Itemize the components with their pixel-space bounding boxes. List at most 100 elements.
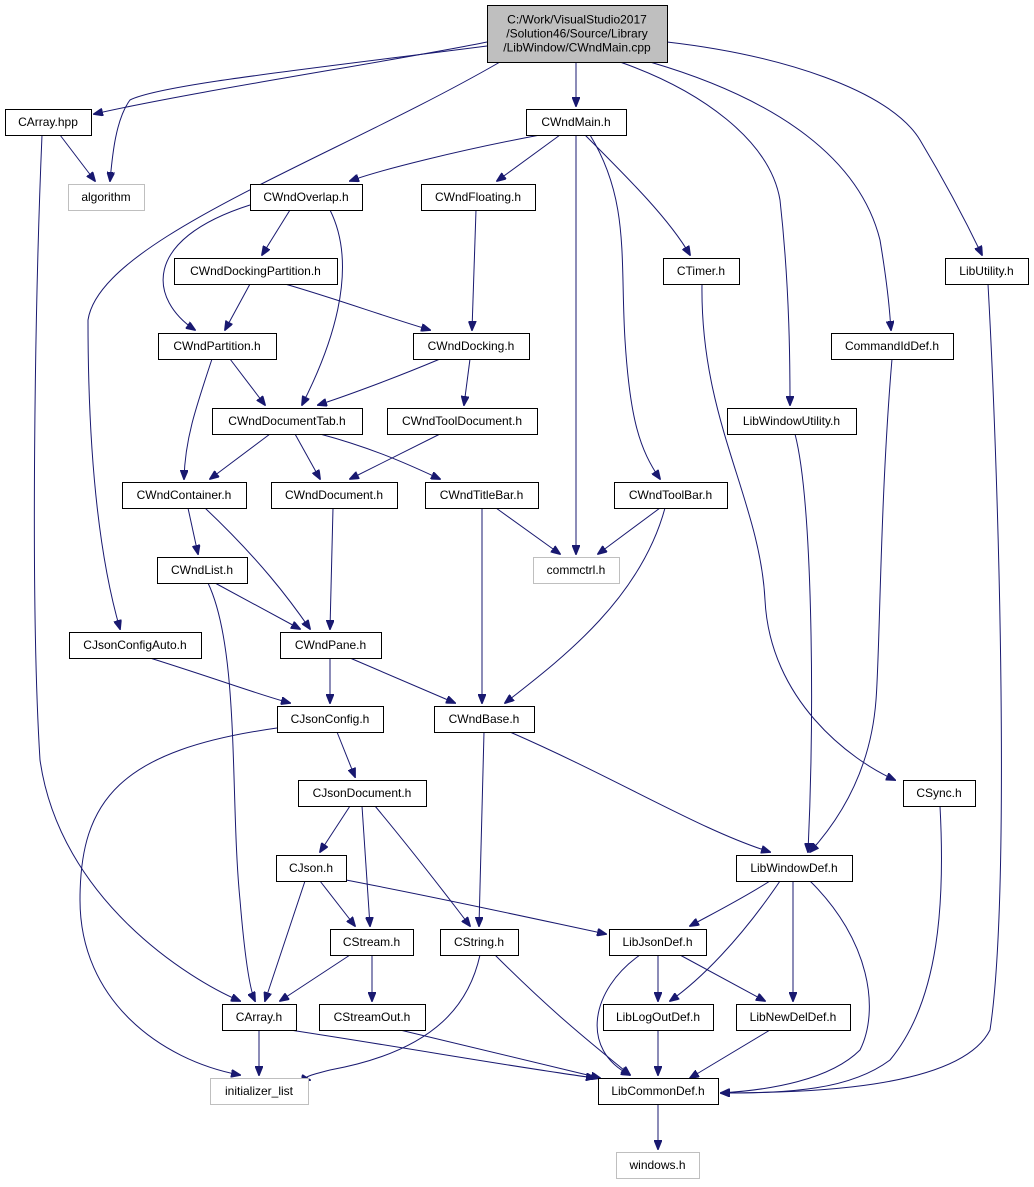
edge-root-to-carray_hpp [94,41,488,114]
node-label: C:/Work/VisualStudio2017 [507,13,647,27]
node-initializer_list[interactable]: initializer_list [210,1078,309,1105]
node-libutility_h[interactable]: LibUtility.h [945,258,1029,285]
node-cwndlist_h[interactable]: CWndList.h [157,557,248,584]
edge-cstreamout_h-to-libcommondef_h [399,1029,600,1078]
node-box [330,929,414,956]
edge-cjsonconfigauto_h-to-cjsonconfig_h [149,657,290,703]
edge-libnewdeldef_h-to-libcommondef_h [690,1029,771,1078]
node-box [831,333,954,360]
node-label: CWndFloating.h [435,190,521,204]
node-cwnddocking_h[interactable]: CWndDocking.h [413,333,530,360]
node-cstring_h[interactable]: CString.h [440,929,519,956]
node-cwndfloating_h[interactable]: CWndFloating.h [421,184,536,211]
node-liblogoutdef_h[interactable]: LibLogOutDef.h [603,1004,714,1031]
edge-cwnddocument_h-to-cwndpane_h [330,507,333,629]
node-csync_h[interactable]: CSync.h [903,780,976,807]
node-label: CJsonDocument.h [313,786,412,800]
edge-ctimer_h-to-csync_h [701,283,895,780]
node-label: LibWindowUtility.h [743,414,840,428]
edge-carray_h-to-libcommondef_h [289,1029,595,1078]
edge-cjsondocument_h-to-cstring_h [374,805,470,926]
node-label: initializer_list [225,1084,294,1098]
node-cwndtitlebar_h[interactable]: CWndTitleBar.h [425,482,539,509]
node-cstreamout_h[interactable]: CStreamOut.h [319,1004,426,1031]
node-cwndoverlap_h[interactable]: CWndOverlap.h [250,184,363,211]
edge-cstream_h-to-carray_h [280,954,351,1001]
node-ctimer_h[interactable]: CTimer.h [663,258,740,285]
node-root[interactable]: C:/Work/VisualStudio2017/Solution46/Sour… [487,5,668,63]
node-label: algorithm [81,190,130,204]
node-cwnddockingpartition_h[interactable]: CWndDockingPartition.h [174,258,338,285]
edge-cjsondocument_h-to-cjson_h [320,805,351,852]
edge-root-to-libutility_h [666,41,982,255]
node-commctrl_h[interactable]: commctrl.h [533,557,620,584]
node-windows_h[interactable]: windows.h [616,1152,700,1179]
node-label: CStream.h [343,935,400,949]
node-cwndtooldocument_h[interactable]: CWndToolDocument.h [387,408,538,435]
node-box [440,929,519,956]
node-label: CWndList.h [171,563,233,577]
edge-cwndbase_h-to-cstring_h [479,731,485,926]
file-nodes: C:/Work/VisualStudio2017/Solution46/Sour… [5,5,1029,1179]
node-box [69,632,202,659]
node-libcommondef_h[interactable]: LibCommonDef.h [598,1078,719,1105]
edge-cwndoverlap_h-to-cwndpartition_h [162,204,251,330]
edge-root-to-libwindowutility_h [619,61,790,405]
edge-cjson_h-to-libjsondef_h [345,879,606,934]
node-cjsonconfig_h[interactable]: CJsonConfig.h [277,706,384,733]
node-cwndmain_h[interactable]: CWndMain.h [526,109,627,136]
node-cwndpartition_h[interactable]: CWndPartition.h [158,333,277,360]
node-commandiddef_h[interactable]: CommandIdDef.h [831,333,954,360]
edge-libwindowdef_h-to-libcommondef_h [721,880,870,1093]
node-box [68,184,145,211]
edge-cwnddocumenttab_h-to-cwndcontainer_h [210,433,271,479]
node-box [212,408,363,435]
node-box [280,632,382,659]
node-carray_hpp[interactable]: CArray.hpp [5,109,92,136]
node-cjsonconfigauto_h[interactable]: CJsonConfigAuto.h [69,632,202,659]
node-libjsondef_h[interactable]: LibJsonDef.h [609,929,707,956]
edge-cwndpartition_h-to-cwnddocumenttab_h [229,358,265,405]
edge-cwndoverlap_h-to-cwnddocumenttab_h [302,209,343,405]
node-box [387,408,538,435]
node-libwindowdef_h[interactable]: LibWindowDef.h [736,855,853,882]
node-label: /LibWindow/CWndMain.cpp [503,41,651,55]
edge-cjsonconfig_h-to-initializer_list [79,727,278,1075]
node-cstream_h[interactable]: CStream.h [330,929,414,956]
node-cwndtoolbar_h[interactable]: CWndToolBar.h [614,482,728,509]
edge-cwndmain_h-to-cwndtoolbar_h [589,134,660,479]
node-box [319,1004,426,1031]
node-box [614,482,728,509]
node-cwndbase_h[interactable]: CWndBase.h [434,706,535,733]
node-algorithm[interactable]: algorithm [68,184,145,211]
node-label: LibCommonDef.h [611,1084,704,1098]
node-libnewdeldef_h[interactable]: LibNewDelDef.h [736,1004,851,1031]
node-libwindowutility_h[interactable]: LibWindowUtility.h [727,408,857,435]
node-cwndpane_h[interactable]: CWndPane.h [280,632,382,659]
node-cwnddocumenttab_h[interactable]: CWndDocumentTab.h [212,408,363,435]
node-label: CWndDockingPartition.h [190,264,321,278]
edge-cjson_h-to-carray_h [265,880,306,1001]
node-box [277,706,384,733]
node-cjson_h[interactable]: CJson.h [276,855,347,882]
node-label: CWndMain.h [541,115,610,129]
node-label: CTimer.h [677,264,725,278]
edge-cwndmain_h-to-ctimer_h [584,134,690,255]
node-label: CArray.h [236,1010,282,1024]
node-box [609,929,707,956]
edge-cwnddocking_h-to-cwnddocumenttab_h [318,358,441,405]
dependency-edges [33,41,1002,1149]
node-cwndcontainer_h[interactable]: CWndContainer.h [122,482,247,509]
edge-cwndmain_h-to-cwndoverlap_h [350,134,541,181]
node-carray_h[interactable]: CArray.h [222,1004,297,1031]
node-cjsondocument_h[interactable]: CJsonDocument.h [298,780,427,807]
node-cwnddocument_h[interactable]: CWndDocument.h [271,482,398,509]
node-box [250,184,363,211]
node-label: CArray.hpp [18,115,78,129]
edge-cwndtoolbar_h-to-commctrl_h [598,507,661,554]
node-label: CWndToolBar.h [629,488,712,502]
node-box [425,482,539,509]
node-box [210,1078,309,1105]
edge-carray_hpp-to-carray_h [33,134,240,1001]
